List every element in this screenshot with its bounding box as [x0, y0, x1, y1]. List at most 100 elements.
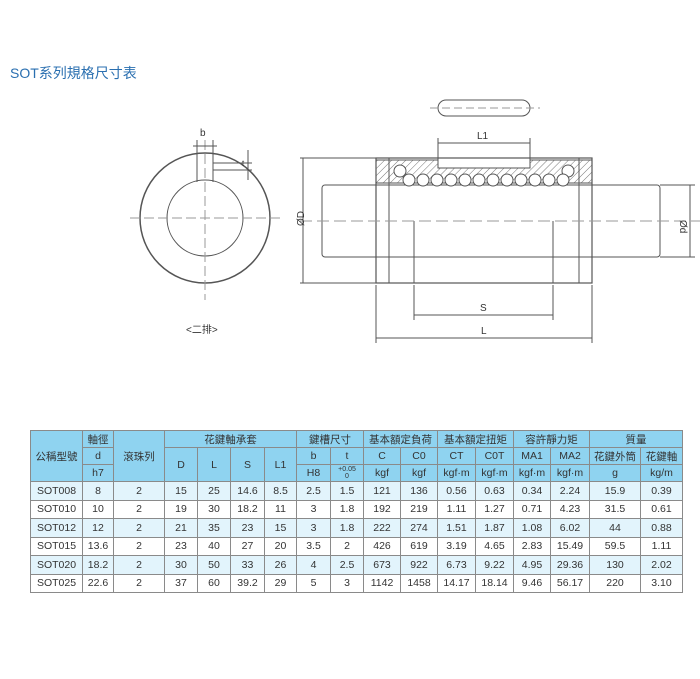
table-cell: 219 [400, 499, 438, 519]
th-mass: 質量 [589, 430, 683, 448]
table-cell: 9.22 [475, 555, 514, 575]
table-cell: SOT010 [30, 499, 83, 519]
table-cell: 18.2 [230, 499, 265, 519]
th-CT: CT [437, 447, 476, 465]
table-cell: 3 [296, 499, 331, 519]
table-cell: 50 [197, 555, 231, 575]
th-C0: C0 [400, 447, 438, 465]
table-cell: 8 [82, 481, 114, 501]
od-label: ØD [296, 211, 307, 226]
table-cell: 15 [264, 518, 297, 538]
table-cell: 3 [330, 573, 364, 593]
table-cell: 13.6 [82, 536, 114, 556]
th-shaft-mass: 花鍵軸 [640, 447, 683, 465]
table-cell: SOT008 [30, 481, 83, 501]
table-cell: 23 [230, 518, 265, 538]
table-cell: SOT012 [30, 518, 83, 538]
th-MA2: MA2 [550, 447, 590, 465]
table-cell: 0.56 [437, 481, 476, 501]
table-cell: 21 [164, 518, 198, 538]
table-cell: 1.8 [330, 499, 364, 519]
table-cell: 18.14 [475, 573, 514, 593]
table-cell: 1142 [363, 573, 401, 593]
table-cell: 30 [164, 555, 198, 575]
side-view: L1 ØD Ød S L [296, 99, 700, 343]
table-cell: 130 [589, 555, 641, 575]
table-cell: SOT015 [30, 536, 83, 556]
l1-label: L1 [477, 131, 489, 142]
table-cell: 4 [296, 555, 331, 575]
table-header: 公稱型號 軸徑 滾珠列 花鍵軸承套 鍵槽尺寸 基本額定負荷 基本額定扭矩 容許靜… [30, 430, 683, 482]
table-cell: 2 [113, 481, 165, 501]
th-MA1: MA1 [513, 447, 551, 465]
table-cell: 37 [164, 573, 198, 593]
table-cell: 121 [363, 481, 401, 501]
table-cell: 136 [400, 481, 438, 501]
table-cell: 14.6 [230, 481, 265, 501]
table-cell: 2 [113, 518, 165, 538]
table-cell: 3.19 [437, 536, 476, 556]
table-cell: 222 [363, 518, 401, 538]
table-cell: 19 [164, 499, 198, 519]
table-cell: 673 [363, 555, 401, 575]
table-cell: 2 [330, 536, 364, 556]
table-cell: 1.08 [513, 518, 551, 538]
table-cell: 9.46 [513, 573, 551, 593]
table-cell: 2.02 [640, 555, 683, 575]
table-cell: 1.51 [437, 518, 476, 538]
table-cell: 33 [230, 555, 265, 575]
unit: kgf·m [437, 464, 476, 482]
table-cell: 2.5 [296, 481, 331, 501]
th-model: 公稱型號 [30, 430, 83, 482]
unit: kgf·m [475, 464, 514, 482]
end-view: b t <二排> [130, 128, 280, 336]
table-cell: 14.17 [437, 573, 476, 593]
table-cell: 11 [264, 499, 297, 519]
unit: kg/m [640, 464, 683, 482]
unit: kgf [363, 464, 401, 482]
table-cell: 922 [400, 555, 438, 575]
table-cell: 23 [164, 536, 198, 556]
table-cell: 274 [400, 518, 438, 538]
th-shaft: 軸徑 [82, 430, 114, 448]
table-cell: 4.65 [475, 536, 514, 556]
table-cell: 8.5 [264, 481, 297, 501]
table-cell: 10 [82, 499, 114, 519]
table-cell: 192 [363, 499, 401, 519]
table-cell: 31.5 [589, 499, 641, 519]
shaft-d-label: Ød [677, 220, 688, 233]
tol-lower: 0 [345, 473, 349, 480]
table-cell: 40 [197, 536, 231, 556]
table-cell: 0.34 [513, 481, 551, 501]
table-cell: 0.61 [640, 499, 683, 519]
th-load: 基本額定負荷 [363, 430, 438, 448]
table-cell: 2 [113, 499, 165, 519]
table-cell: 426 [363, 536, 401, 556]
table-cell: 22.6 [82, 573, 114, 593]
table-cell: 15.9 [589, 481, 641, 501]
table-cell: 220 [589, 573, 641, 593]
th-rows: 滾珠列 [113, 430, 165, 482]
table-cell: 3.10 [640, 573, 683, 593]
table-cell: 4.23 [550, 499, 590, 519]
table-cell: 60 [197, 573, 231, 593]
table-cell: 15.49 [550, 536, 590, 556]
th-L: L [197, 447, 231, 482]
table-cell: 1458 [400, 573, 438, 593]
table-cell: 56.17 [550, 573, 590, 593]
th-b: b [296, 447, 331, 465]
th-L1: L1 [264, 447, 297, 482]
table-cell: 29 [264, 573, 297, 593]
table-cell: 0.63 [475, 481, 514, 501]
table-cell: 619 [400, 536, 438, 556]
table-cell: 3 [296, 518, 331, 538]
table-cell: 3.5 [296, 536, 331, 556]
